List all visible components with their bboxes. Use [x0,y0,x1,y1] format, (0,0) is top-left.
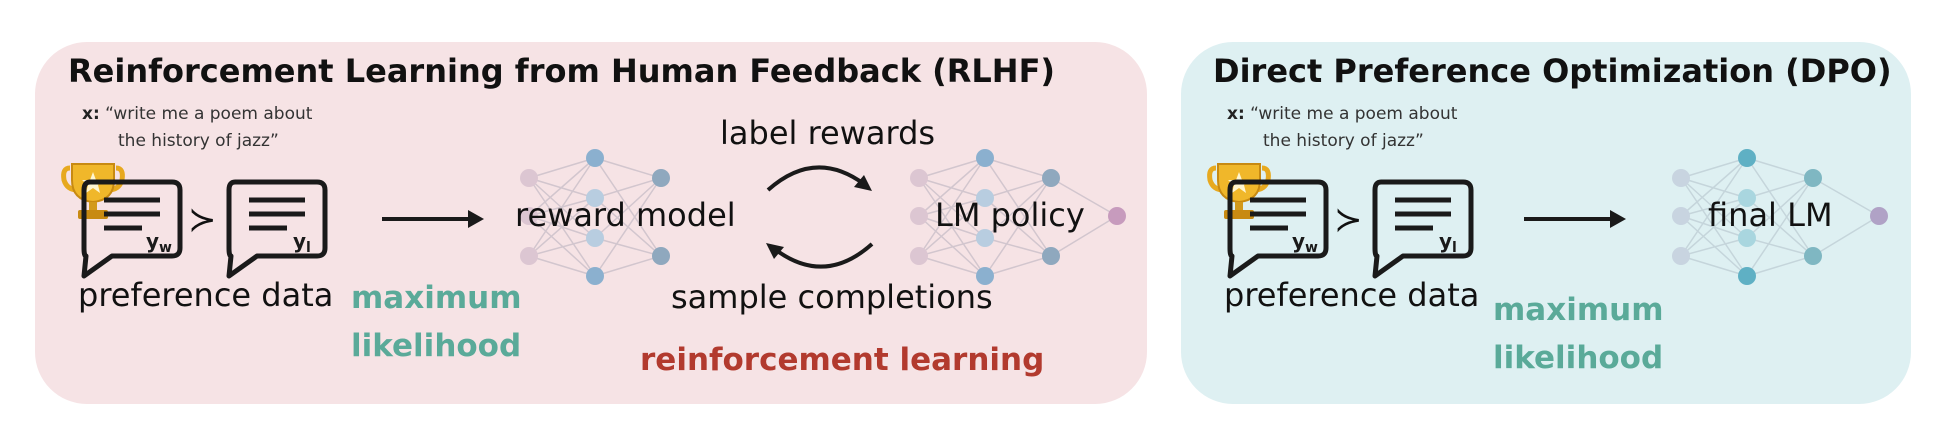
dpo-title: Direct Preference Optimization (DPO) [1213,52,1892,90]
dpo-panel [1181,42,1911,404]
rlhf-prompt-line1: “write me a poem about [105,104,313,124]
preferred-y: y [1292,229,1305,253]
arrow-right-icon [382,210,484,228]
curved-arrow-right-icon [766,165,872,192]
lm-policy-network-icon [910,149,1126,285]
label-rewards-label: label rewards [720,114,936,152]
reinforcement-learning-label: reinforcement learning [640,342,1045,378]
rlhf-ml-line2: likelihood [351,328,522,364]
preferred-response-icon: y w [81,179,183,279]
dpo-maximum-likelihood: maximum likelihood [1493,286,1664,382]
dispreferred-y: y [1439,229,1452,253]
preferred-subscript: w [159,240,172,256]
dispreferred-subscript: l [306,240,311,256]
sample-completions-label: sample completions [671,278,993,316]
dpo-ml-line1: maximum [1493,292,1664,328]
dpo-prompt-line2: the history of jazz” [1263,131,1424,151]
rlhf-preference-data-label: preference data [78,276,334,314]
dispreferred-y: y [293,229,306,253]
dpo-prompt: x: “write me a poem about the history of… [1227,101,1457,155]
dpo-prompt-label: x: [1227,104,1245,124]
dispreferred-subscript: l [1452,240,1457,256]
rlhf-title: Reinforcement Learning from Human Feedba… [68,52,1056,90]
rlhf-prompt: x: “write me a poem about the history of… [82,101,312,155]
dpo-ml-line2: likelihood [1493,340,1664,376]
preferred-subscript: w [1305,240,1318,256]
preference-operator: ≻ [1334,200,1363,240]
curved-arrow-left-icon [766,242,874,269]
preferred-response-icon: y w [1227,179,1329,279]
preferred-y: y [146,229,159,253]
dispreferred-response-icon: y l [226,179,328,279]
final-lm-label: final LM [1708,196,1833,234]
rlhf-ml-line1: maximum [351,280,522,316]
rlhf-panel [35,42,1147,404]
rlhf-prompt-label: x: [82,104,100,124]
dpo-prompt-line1: “write me a poem about [1250,104,1458,124]
dpo-preference-data-label: preference data [1224,276,1480,314]
dispreferred-response-icon: y l [1372,179,1474,279]
arrow-right-icon [1524,210,1626,228]
rlhf-prompt-line2: the history of jazz” [118,131,279,151]
rlhf-maximum-likelihood: maximum likelihood [351,274,522,370]
lm-policy-label: LM policy [935,196,1085,234]
reward-model-network-icon [520,149,670,285]
reward-model-label: reward model [515,196,736,234]
final-lm-network-icon [1672,149,1888,285]
preference-operator: ≻ [188,200,217,240]
